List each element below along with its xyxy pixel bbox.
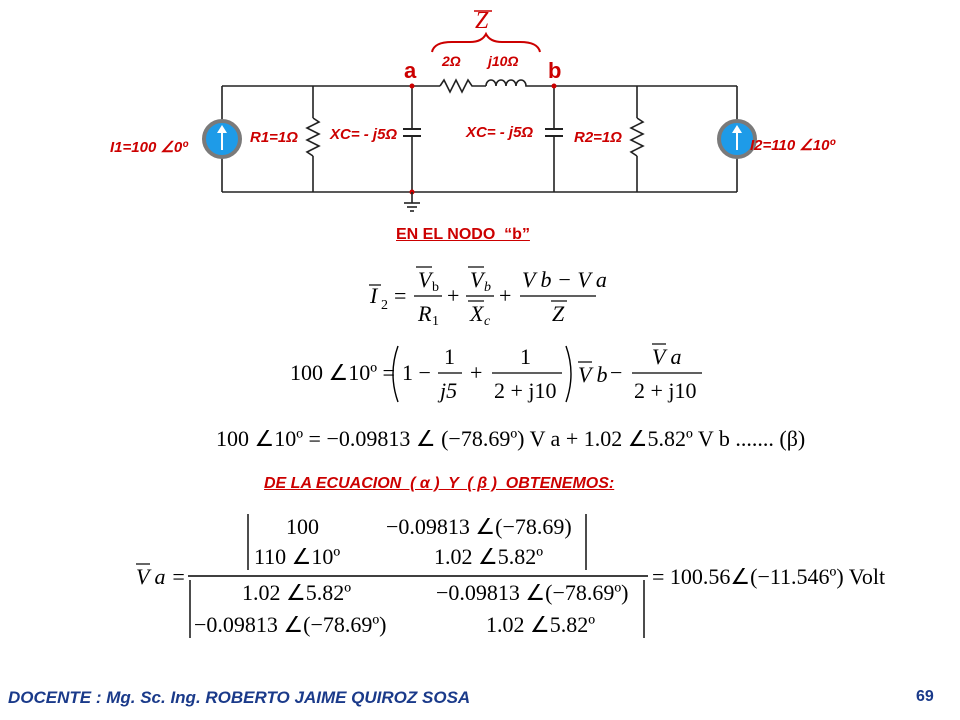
equation-1: I 2 = V b R 1 + V b X c + V b − V a Z: [369, 266, 607, 329]
svg-text:+: +: [470, 360, 482, 385]
svg-text:= 100.56∠(−11.546º) Volt: = 100.56∠(−11.546º) Volt: [652, 564, 885, 589]
svg-text:1.02 ∠5.82º: 1.02 ∠5.82º: [486, 612, 595, 637]
svg-text:−0.09813 ∠(−78.69º): −0.09813 ∠(−78.69º): [436, 580, 629, 605]
svg-text:V a: V a: [652, 344, 682, 369]
ground-icon: [404, 192, 420, 212]
capacitor-right: [545, 86, 563, 192]
svg-text:110 ∠10º: 110 ∠10º: [254, 544, 340, 569]
current-source-i1: [202, 119, 242, 159]
z-brace: [431, 31, 541, 53]
xc-left-label: XC= - j5Ω: [329, 126, 397, 143]
svg-text:R: R: [417, 301, 432, 326]
svg-text:100: 100: [286, 514, 319, 539]
svg-text:1.02 ∠5.82º: 1.02 ∠5.82º: [434, 544, 543, 569]
current-source-i2: [717, 119, 757, 159]
resistor-r2: [629, 86, 645, 192]
i2-label: I2=110 ∠10º: [750, 137, 836, 154]
resistor-z: [439, 78, 486, 94]
resistor-r1: [305, 86, 321, 192]
inductor-z: [485, 79, 530, 87]
svg-text:1: 1: [520, 344, 531, 369]
svg-text:−: −: [610, 360, 622, 385]
svg-text:=: =: [394, 283, 406, 308]
svg-text:c: c: [484, 314, 491, 329]
svg-text:V a =: V a =: [136, 564, 186, 589]
z-inductor-label: j10Ω: [486, 53, 518, 69]
svg-text:2 + j10: 2 + j10: [634, 378, 697, 403]
svg-text:Z: Z: [552, 301, 565, 326]
svg-text:−0.09813 ∠(−78.69): −0.09813 ∠(−78.69): [386, 514, 572, 539]
capacitor-left: [403, 86, 421, 192]
svg-text:2 + j10: 2 + j10: [494, 378, 557, 403]
svg-text:2: 2: [381, 298, 388, 313]
footer-author: DOCENTE : Mg. Sc. Ing. ROBERTO JAIME QUI…: [8, 688, 471, 707]
node-b-label: b: [548, 58, 561, 83]
svg-text:V: V: [418, 267, 434, 292]
xc-right-label: XC= - j5Ω: [465, 124, 533, 141]
svg-text:X: X: [469, 301, 485, 326]
equation-4: V a = 100 −0.09813 ∠(−78.69) 110 ∠10º 1.…: [136, 514, 885, 638]
svg-text:V b − V a: V b − V a: [522, 267, 607, 292]
page-number: 69: [916, 688, 934, 705]
circuit-diagram: Z a b 2Ω j10Ω I1=100 ∠0º R1=1Ω XC= - j5Ω…: [110, 8, 836, 212]
svg-text:j5: j5: [437, 378, 457, 403]
svg-text:1: 1: [432, 314, 439, 329]
node-a-label: a: [404, 58, 417, 83]
svg-text:1.02 ∠5.82º: 1.02 ∠5.82º: [242, 580, 351, 605]
svg-text:+: +: [447, 283, 459, 308]
svg-text:b: b: [484, 280, 491, 295]
r2-label: R2=1Ω: [574, 129, 622, 146]
z-label: Z: [475, 8, 489, 34]
i1-label: I1=100 ∠0º: [110, 139, 189, 156]
equation-2: 100 ∠10º = 1 − 1 j5 + 1 2 + j10 V b − V …: [290, 343, 702, 403]
equation-3: 100 ∠10º = −0.09813 ∠ (−78.69º) V a + 1.…: [216, 426, 805, 451]
svg-text:1: 1: [444, 344, 455, 369]
svg-text:V: V: [470, 267, 486, 292]
r1-label: R1=1Ω: [250, 129, 298, 146]
subtitle: DE LA ECUACION ( α ) Y ( β ) OBTENEMOS:: [264, 475, 615, 492]
z-resistor-label: 2Ω: [441, 53, 461, 69]
svg-text:V b: V b: [578, 362, 608, 387]
svg-text:1 −: 1 −: [402, 360, 431, 385]
svg-text:100 ∠10º =: 100 ∠10º =: [290, 360, 395, 385]
section-title: EN EL NODO “b”: [396, 226, 530, 243]
svg-text:−0.09813 ∠(−78.69º): −0.09813 ∠(−78.69º): [194, 612, 387, 637]
svg-text:b: b: [432, 280, 439, 295]
svg-text:100 ∠10º = −0.09813 ∠ (−78.69º: 100 ∠10º = −0.09813 ∠ (−78.69º) V a + 1.…: [216, 426, 805, 451]
svg-text:+: +: [499, 283, 511, 308]
svg-text:I: I: [369, 283, 379, 308]
